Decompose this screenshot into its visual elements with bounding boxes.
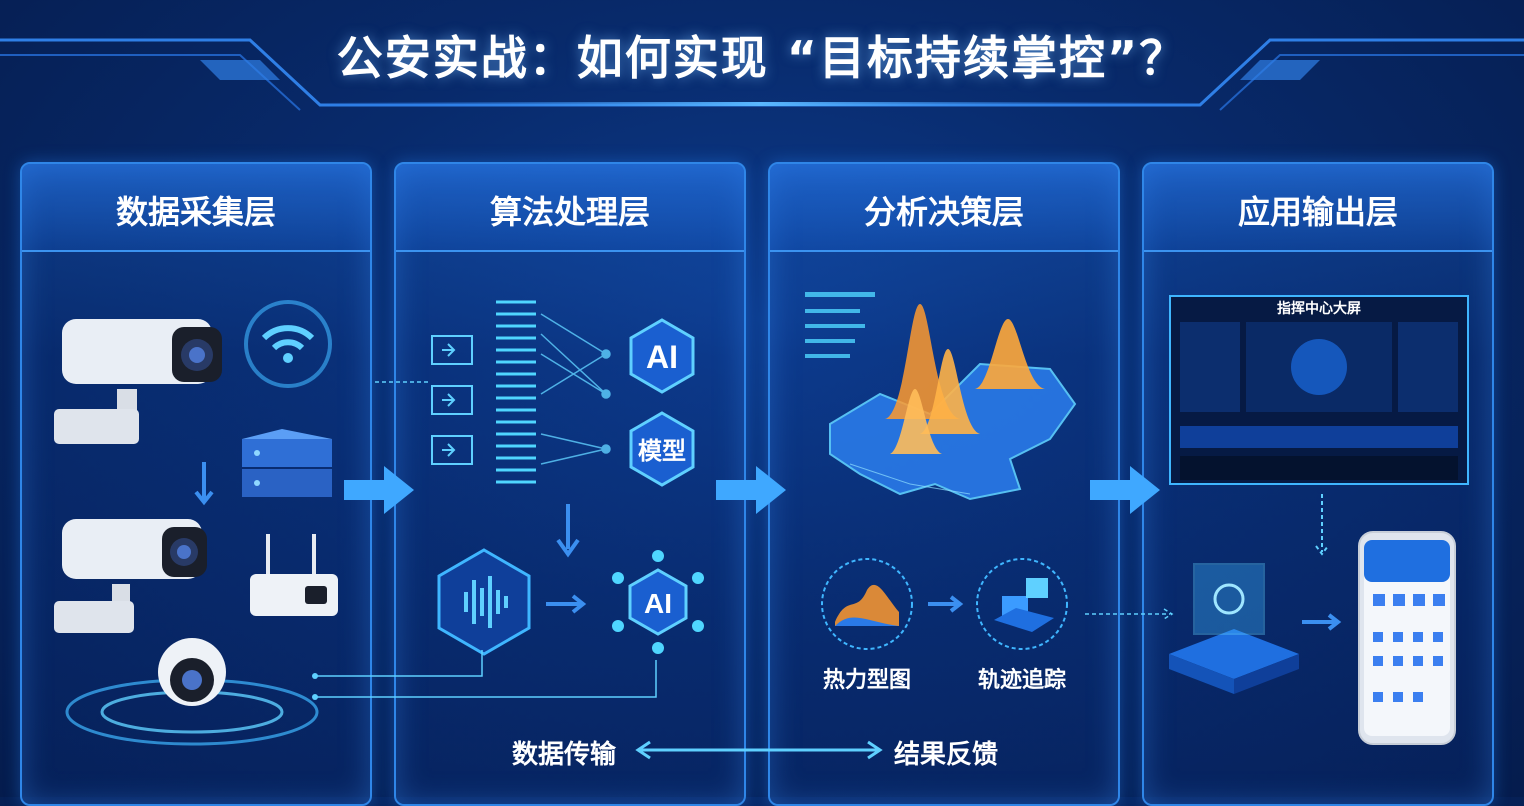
right-arrow-icon bbox=[1090, 462, 1162, 518]
output-graphics: 指挥中心大屏 bbox=[1144, 164, 1492, 804]
input-stream-icons bbox=[432, 336, 472, 464]
analysis-graphics: 热力型图 轨迹追踪 bbox=[770, 164, 1118, 804]
map-legend bbox=[805, 292, 875, 358]
ai-label: AI bbox=[644, 588, 672, 619]
panel-analysis: 分析决策层 热力型图 轨迹追踪 bbox=[768, 162, 1120, 806]
dome-camera-icon bbox=[67, 638, 317, 744]
ai-label: AI bbox=[646, 339, 678, 375]
heat-map-3d bbox=[830, 304, 1075, 499]
right-arrow-icon bbox=[546, 596, 583, 612]
bullet-camera-icon bbox=[54, 319, 222, 444]
wifi-icon bbox=[246, 302, 330, 386]
down-arrow-icon bbox=[558, 504, 578, 554]
right-arrow-icon bbox=[344, 462, 416, 518]
smartphone-icon bbox=[1359, 532, 1455, 744]
data-collection-devices bbox=[22, 164, 370, 804]
data-bars bbox=[496, 302, 536, 482]
right-arrow-icon bbox=[928, 597, 960, 611]
hologram-platform-icon bbox=[1169, 564, 1299, 694]
heatmap-label: 热力型图 bbox=[823, 667, 911, 693]
network-lines bbox=[541, 314, 610, 464]
right-arrow-icon bbox=[716, 462, 788, 518]
server-icon bbox=[242, 429, 332, 497]
tracking-label: 轨迹追踪 bbox=[978, 667, 1066, 693]
heatmap-icon bbox=[822, 559, 912, 649]
page-title: 公安实战：如何实现 “目标持续掌控”？ bbox=[0, 22, 1524, 88]
tracking-icon bbox=[977, 559, 1067, 649]
data-transfer-label: 数据传输 bbox=[512, 734, 616, 771]
command-center-screen bbox=[1170, 296, 1468, 484]
waveform-hexagon bbox=[439, 550, 529, 654]
algorithm-graphics: AI 模型 AI bbox=[396, 164, 744, 804]
panel-data-collection: 数据采集层 bbox=[20, 162, 372, 806]
screen-title: 指挥中心大屏 bbox=[1277, 300, 1361, 317]
result-feedback-label: 结果反馈 bbox=[894, 734, 998, 771]
panel-algorithm: 算法处理层 AI 模型 AI bbox=[394, 162, 746, 806]
model-label: 模型 bbox=[638, 437, 686, 465]
bullet-camera-icon bbox=[54, 519, 207, 633]
down-arrow-icon bbox=[1316, 494, 1328, 554]
router-icon bbox=[250, 534, 338, 616]
right-arrow-icon bbox=[1302, 615, 1338, 629]
panel-output: 应用输出层 指挥中心大屏 bbox=[1142, 162, 1494, 806]
